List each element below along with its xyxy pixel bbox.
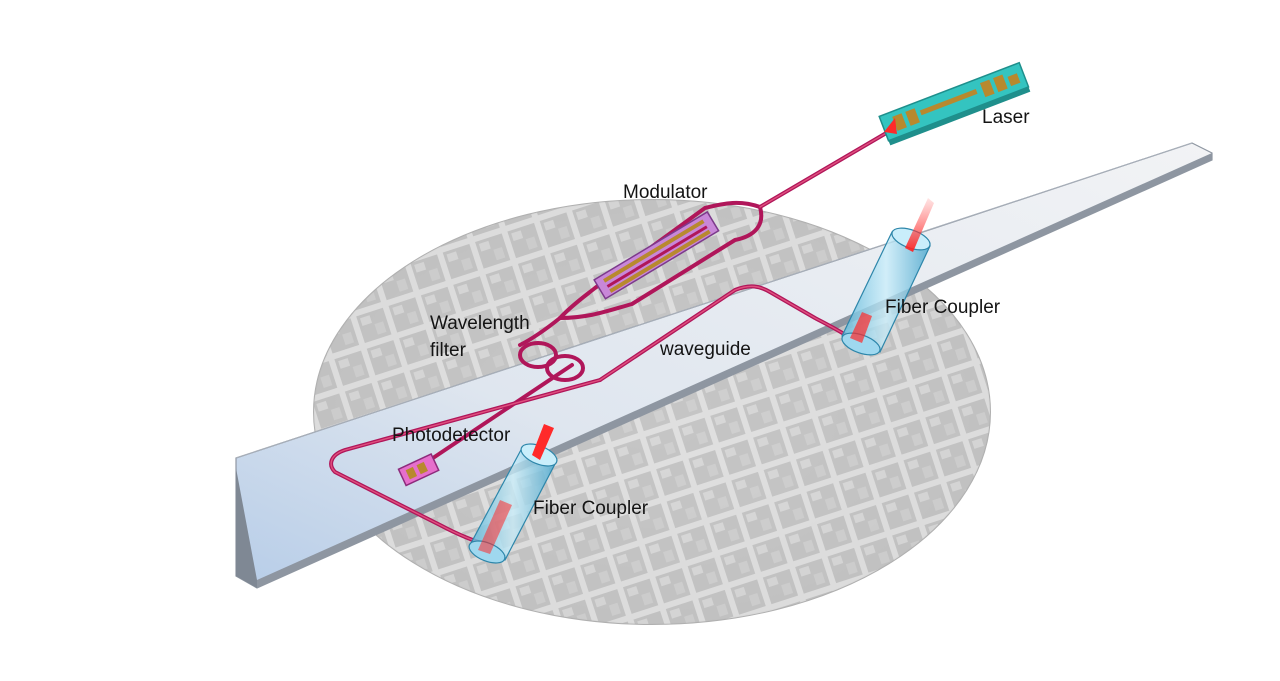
modulator-device	[593, 210, 720, 300]
laser-output-beam	[884, 118, 897, 134]
label-laser: Laser	[982, 107, 1030, 128]
label-wavelength: Wavelength	[430, 313, 530, 334]
label-waveguide: waveguide	[660, 339, 751, 360]
photodetector-device	[397, 452, 440, 487]
label-fiber-coupler-left: Fiber Coupler	[533, 498, 649, 519]
fiber-coupler-right	[841, 198, 934, 356]
label-filter: filter	[430, 340, 466, 361]
fiber-coupler-left	[468, 424, 558, 564]
chip-substrate	[235, 142, 1213, 589]
label-photodetector: Photodetector	[392, 425, 511, 446]
label-fiber-coupler-right: Fiber Coupler	[885, 297, 1001, 318]
laser-chip	[878, 61, 1031, 146]
label-modulator: Modulator	[623, 182, 708, 203]
